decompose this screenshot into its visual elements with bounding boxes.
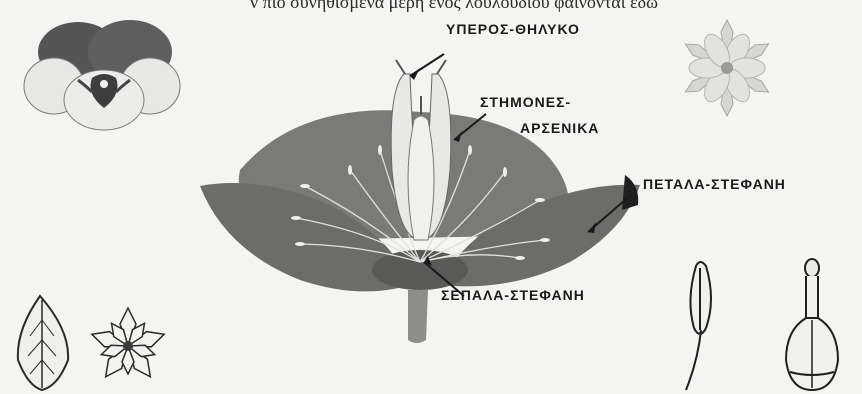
star-flower-outline-illustration bbox=[89, 308, 166, 381]
leaf-illustration bbox=[18, 296, 68, 390]
label-sepals: ΣΕΠΑΛΑ-ΣΤΕΦΑΝΗ bbox=[441, 287, 585, 303]
star-flower-illustration bbox=[682, 20, 771, 116]
label-pistil: ΥΠΕΡΟΣ-ΘΗΛΥΚΟ bbox=[446, 21, 580, 37]
pistils bbox=[391, 60, 451, 240]
pistil-detail-illustration bbox=[786, 259, 838, 390]
pansy-illustration bbox=[24, 20, 180, 130]
flower-stem bbox=[408, 290, 428, 343]
label-stamens-line1: ΣΤΗΜΟΝΕΣ- bbox=[480, 94, 571, 110]
anther-detail-illustration bbox=[686, 262, 711, 390]
label-petals: ΠΕΤΑΛΑ-ΣΤΕΦΑΝΗ bbox=[643, 176, 786, 192]
label-stamens-line2: ΑΡΣΕΝΙΚΑ bbox=[520, 120, 599, 136]
